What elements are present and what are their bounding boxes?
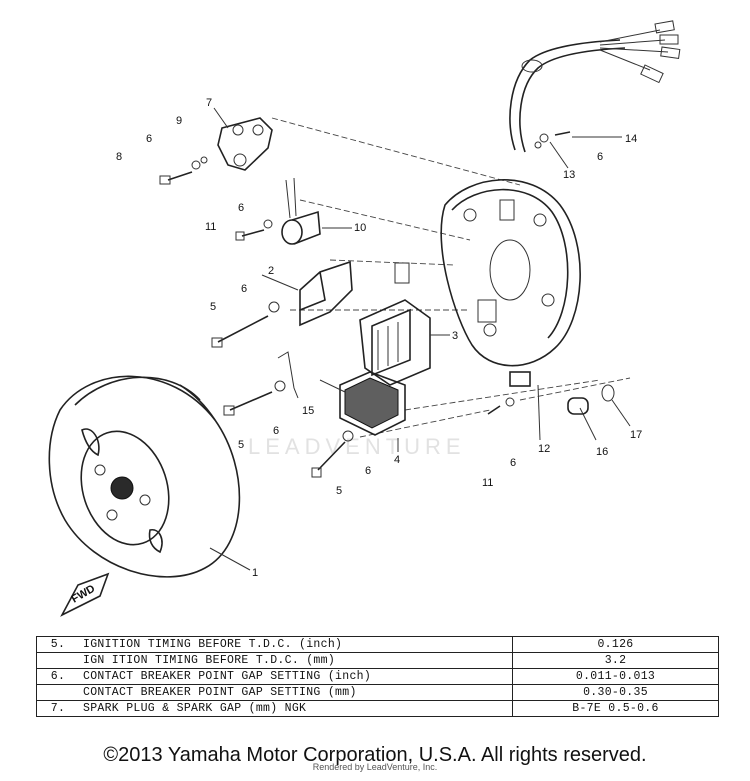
charging-coil bbox=[299, 260, 410, 327]
copyright-notice: ©2013 Yamaha Motor Corporation, U.S.A. A… bbox=[103, 744, 647, 766]
callout-11a: 11 bbox=[205, 221, 216, 233]
callout-6g: 6 bbox=[597, 151, 603, 163]
alignment-lines bbox=[271, 117, 631, 438]
spec-row: CONTACT BREAKER POINT GAP SETTING (mm) 0… bbox=[36, 684, 719, 701]
callout-12: 12 bbox=[538, 443, 550, 455]
exploded-parts-diagram: FWD bbox=[48, 20, 681, 617]
spec-num: 6. bbox=[36, 668, 79, 685]
spec-desc: CONTACT BREAKER POINT GAP SETTING (mm) bbox=[79, 684, 513, 701]
spec-value: 3.2 bbox=[512, 652, 719, 669]
callout-6e: 6 bbox=[365, 465, 371, 477]
contact-breaker bbox=[217, 117, 273, 171]
callout-5a: 5 bbox=[210, 301, 216, 313]
callout-5c: 5 bbox=[336, 485, 342, 497]
flywheel-rotor bbox=[48, 375, 241, 578]
callout-6b: 6 bbox=[238, 202, 244, 214]
callout-6c: 6 bbox=[241, 283, 247, 295]
spec-value: B-7E 0.5-0.6 bbox=[512, 700, 719, 717]
forward-direction-arrow: FWD bbox=[60, 572, 110, 617]
callout-11b: 11 bbox=[482, 477, 493, 489]
spec-table: 5. IGNITION TIMING BEFORE T.D.C. (inch) … bbox=[36, 636, 719, 717]
spec-value: 0.30-0.35 bbox=[512, 684, 719, 701]
callout-10: 10 bbox=[354, 222, 366, 234]
callout-7: 7 bbox=[206, 97, 212, 109]
wire-harness bbox=[509, 20, 681, 153]
callout-16: 16 bbox=[596, 446, 608, 458]
callout-6a: 6 bbox=[146, 133, 152, 145]
fwd-label: FWD bbox=[70, 583, 98, 606]
callout-13: 13 bbox=[563, 169, 575, 181]
callout-5b: 5 bbox=[238, 439, 244, 451]
callout-8: 8 bbox=[116, 151, 122, 163]
spec-value: 0.011-0.013 bbox=[512, 668, 719, 685]
spec-row: 6. CONTACT BREAKER POINT GAP SETTING (in… bbox=[36, 668, 719, 685]
spec-num bbox=[36, 652, 79, 669]
spec-num bbox=[36, 684, 79, 701]
callout-6d: 6 bbox=[273, 425, 279, 437]
condenser bbox=[281, 177, 321, 245]
lighting-coil bbox=[319, 371, 406, 436]
spec-desc: IGN ITION TIMING BEFORE T.D.C. (mm) bbox=[79, 652, 513, 669]
rendered-by-watermark: Rendered by LeadVenture, Inc. bbox=[312, 762, 438, 772]
callout-3: 3 bbox=[452, 330, 458, 342]
watermark-brand: LEADVENTURE bbox=[248, 434, 466, 459]
leader-lines bbox=[209, 107, 631, 571]
callout-9: 9 bbox=[176, 115, 182, 127]
spec-value: 0.126 bbox=[512, 636, 719, 653]
spec-desc: IGNITION TIMING BEFORE T.D.C. (inch) bbox=[79, 636, 513, 653]
callout-6f: 6 bbox=[510, 457, 516, 469]
spec-num: 5. bbox=[36, 636, 79, 653]
spec-desc: CONTACT BREAKER POINT GAP SETTING (inch) bbox=[79, 668, 513, 685]
callout-4: 4 bbox=[394, 454, 400, 466]
screws-and-washers bbox=[159, 131, 615, 478]
spec-row: 5. IGNITION TIMING BEFORE T.D.C. (inch) … bbox=[36, 636, 719, 653]
spec-row: IGN ITION TIMING BEFORE T.D.C. (mm) 3.2 bbox=[36, 652, 719, 669]
spec-num: 7. bbox=[36, 700, 79, 717]
callout-17: 17 bbox=[630, 429, 642, 441]
source-coil bbox=[359, 299, 431, 386]
stator-base-plate bbox=[440, 179, 581, 367]
spec-row: 7. SPARK PLUG & SPARK GAP (mm) NGK B-7E … bbox=[36, 700, 719, 717]
callout-15: 15 bbox=[302, 405, 314, 417]
callout-14: 14 bbox=[625, 133, 637, 145]
callout-1: 1 bbox=[252, 567, 258, 579]
callout-2: 2 bbox=[268, 265, 274, 277]
spec-desc: SPARK PLUG & SPARK GAP (mm) NGK bbox=[79, 700, 513, 717]
callout-numbers: 1 2 3 4 5 5 5 6 6 6 6 6 6 6 7 8 9 10 11 … bbox=[116, 97, 642, 579]
